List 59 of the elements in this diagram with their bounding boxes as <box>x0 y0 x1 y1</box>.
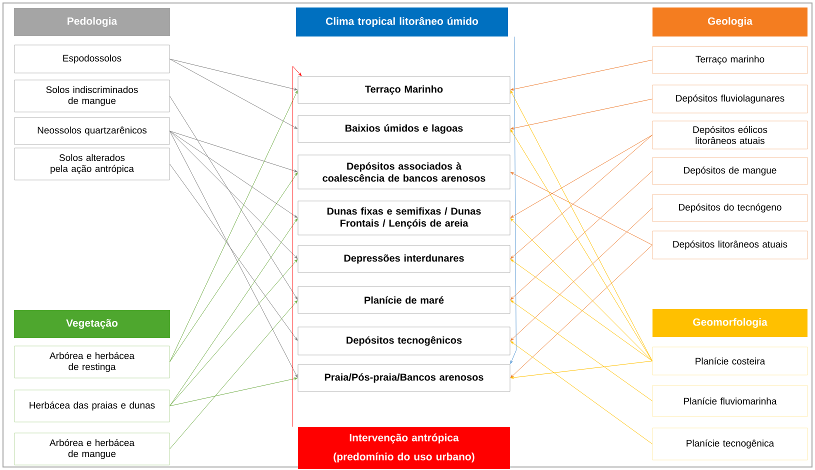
landform-box: Planície de maré <box>298 286 510 314</box>
item-box: Planície costeira <box>652 346 808 376</box>
arrow <box>510 244 653 378</box>
item-box: Arbórea e herbácea de mangue <box>14 432 170 466</box>
item-box: Depósitos do tecnógeno <box>652 194 808 222</box>
landform-box: Terraço Marinho <box>298 76 510 104</box>
arrow <box>510 218 653 362</box>
item-box: Depósitos eólicos litorâneos atuais <box>652 120 808 150</box>
arrow <box>510 259 653 362</box>
arrow <box>169 58 298 90</box>
item-box: Espodossolos <box>14 44 170 74</box>
item-box: Arbórea e herbácea de restinga <box>14 346 170 378</box>
arrow <box>169 58 298 129</box>
landform-box: Baixios úmidos e lagoas <box>298 115 510 143</box>
landform-box: Depressões interdunares <box>298 245 510 273</box>
landform-box: Depósitos associados à coalescência de bancos arenosos <box>298 154 510 190</box>
item-box: Neossolos quartzarênicos <box>14 117 170 145</box>
arrow <box>169 130 298 259</box>
intervention-box: Intervenção antrópica (predomínio do uso urbano) <box>298 427 510 469</box>
arrow <box>169 96 298 300</box>
climate-header: Clima tropical litorâneo úmido <box>296 8 508 36</box>
item-box: Planície tecnogênica <box>652 428 808 460</box>
item-box: Planície fluviomarinha <box>652 385 808 417</box>
arrow <box>510 208 653 341</box>
category-header: Pedologia <box>14 8 170 36</box>
arrow <box>169 172 298 362</box>
arrow <box>510 60 653 90</box>
arrow <box>169 90 298 362</box>
category-header: Vegetação <box>14 310 170 338</box>
category-header: Geomorfologia <box>652 309 808 337</box>
item-box: Depósitos de mangue <box>652 157 808 185</box>
arrow <box>510 134 653 218</box>
arrow <box>510 98 653 130</box>
arrow <box>169 218 298 406</box>
arrow <box>169 130 298 378</box>
item-box: Solos alterados pela ação antrópica <box>14 148 170 180</box>
arrow <box>292 66 302 428</box>
arrow <box>169 130 298 218</box>
item-box: Solos indiscriminados de mangue <box>14 80 170 112</box>
arrow <box>169 378 298 406</box>
item-box: Terraço marinho <box>652 46 808 74</box>
arrow <box>510 341 653 444</box>
item-box: Depósitos litorâneos atuais <box>652 230 808 260</box>
arrow <box>510 172 653 246</box>
landform-box: Depósitos tecnogênicos <box>298 326 510 356</box>
arrow <box>510 134 653 259</box>
item-box: Herbácea das praias e dunas <box>14 390 170 422</box>
arrow <box>510 36 516 364</box>
arrow <box>510 170 653 300</box>
arrow <box>169 130 298 172</box>
arrow <box>510 360 653 379</box>
arrow <box>510 300 653 402</box>
arrow <box>169 300 298 450</box>
landform-box: Dunas fixas e semifixas / Dunas Frontais / Lençóis de areia <box>298 200 510 236</box>
arrow <box>169 164 298 341</box>
arrow <box>169 259 298 406</box>
category-header: Geologia <box>652 8 808 36</box>
item-box: Depósitos fluviolagunares <box>652 84 808 114</box>
landform-box: Praia/Pós-praia/Bancos arenosos <box>298 364 510 392</box>
